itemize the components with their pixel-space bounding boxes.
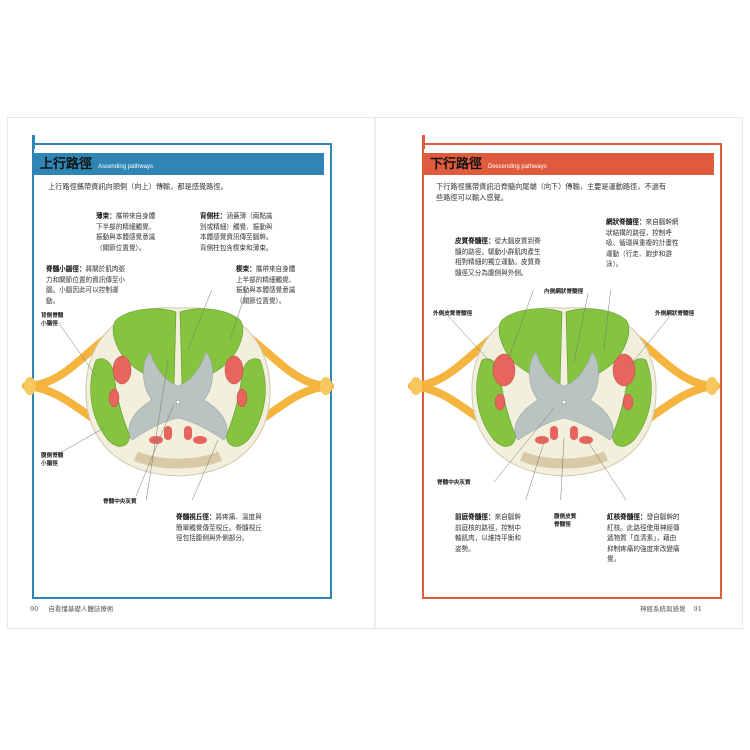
label-lateral-reticulospinal: 外側網狀脊髓徑 — [655, 311, 695, 317]
left-red-tract-2 — [224, 355, 244, 385]
right-gray-matter — [514, 351, 614, 441]
label-dorsal-column: 背側柱：涵蓋薄（兩點識 別或精細）觸覺、振動與 本體感覺資訊傳至腦幹。 背側柱包… — [200, 212, 273, 252]
label-spinocerebellar: 脊髓小腦徑：將關於肌肉張 力和關節位置的資訊傳至小 腦。小腦因此可以控制運 動。 — [46, 265, 126, 305]
label-lateral-corticospinal: 外側皮質脊髓徑 — [433, 311, 473, 317]
label-ventral-corticospinal: 腹側皮質 脊髓徑 — [554, 514, 577, 528]
left-red-tract-4 — [236, 388, 248, 408]
label-spinothalamic: 脊髓視丘徑：將疼痛、溫度與 簡單觸覺傳至視丘。脊髓視丘 徑包括腹側與外側部分。 — [176, 513, 262, 542]
label-fasciculus-gracilis: 薄束：攜帶來自身體 下半部的精細觸覺、 振動與本體感覺意識 （關節位置覺）。 — [96, 212, 156, 252]
right-frame-tab — [422, 135, 425, 149]
left-red-tract-6 — [184, 426, 192, 440]
right-red-tract-3 — [494, 393, 506, 411]
right-page-title: 下行路徑 — [430, 157, 483, 172]
right-page-title-en: Descending pathways — [488, 164, 547, 170]
label-medial-reticulospinal: 內側網狀脊髓徑 — [544, 289, 584, 295]
left-spinal-cord-diagram — [22, 290, 334, 500]
left-ventral-roots — [133, 451, 223, 469]
right-intro: 下行路徑攜帶資訊沿脊髓向尾端（向下）傳輸，主要是運動路徑，不過有 些路徑可以輸入… — [436, 182, 667, 202]
left-gray-matter — [128, 351, 228, 441]
left-red-tract-7 — [149, 436, 163, 444]
left-running-head: 自看懂基礎人體誌療術 — [48, 605, 114, 613]
left-red-tract-3 — [108, 388, 120, 408]
left-red-tract-5 — [164, 426, 172, 440]
left-page-header: 上行路徑 Ascending pathways — [34, 153, 324, 175]
left-page-frame — [32, 143, 332, 599]
left-page-title: 上行路徑 — [40, 157, 93, 172]
right-footer: 神經系統與感覺 91 — [640, 603, 702, 613]
right-red-tract-4 — [622, 393, 634, 411]
left-central-canal — [175, 399, 181, 405]
right-page-header: 下行路徑 Descending pathways — [424, 153, 714, 175]
label-rubrospinal: 紅核脊髓徑：發自腦幹的 紅核。此路徑使用神經傳 遞物質「血清素」，藉由 抑制疼痛… — [607, 513, 680, 563]
label-reticulospinal: 網狀脊髓徑：來自腦幹網 狀結構的路徑，控制呼 吸、循環與重複的計畫性 運動（行走… — [606, 218, 679, 268]
right-running-head: 神經系統與感覺 — [640, 605, 686, 613]
right-page-frame — [422, 143, 722, 599]
right-red-tract-5 — [550, 426, 558, 440]
left-page-title-en: Ascending pathways — [98, 164, 154, 170]
right-spinal-cord-diagram — [408, 290, 720, 500]
label-ventral-spinocerebellar: 腹側脊髓 小腦徑 — [41, 453, 64, 467]
label-vestibulospinal: 前庭脊髓徑：來自腦幹 前庭核的路徑，控制中 軸肌肉，以維持平衡和 姿勢。 — [455, 513, 521, 553]
left-red-tract-8 — [193, 436, 207, 444]
left-intro: 上行路徑攜帶資訊向頭側（向上）傳輸，都是感覺路徑。 — [48, 182, 228, 191]
label-dorsal-spinocerebellar: 背側脊髓 小腦徑 — [41, 313, 64, 327]
label-corticospinal: 皮質脊髓徑：從大腦皮質到脊 髓的路徑，驅動小群肌肉產生 相對精細的獨立運動。皮質… — [455, 237, 541, 277]
left-frame-tab — [32, 135, 35, 149]
label-fasciculus-cuneatus: 楔束：攜帶來自身體 上半部的精細觸覺、 振動與本體感覺意識 （關節位置覺）。 — [236, 265, 296, 305]
right-red-tract-1 — [492, 353, 516, 387]
left-footer: 90 自看懂基礎人體誌療術 — [30, 603, 113, 613]
label-left-central-gray: 脊髓中央灰質 — [103, 499, 137, 505]
left-red-tract-1 — [112, 355, 132, 385]
right-red-tract-8 — [579, 436, 593, 444]
right-red-tract-2 — [612, 353, 636, 387]
book-gutter — [374, 118, 376, 628]
right-red-tract-7 — [535, 436, 549, 444]
right-red-tract-6 — [570, 426, 578, 440]
label-right-central-gray: 脊髓中央灰質 — [437, 480, 471, 486]
left-page-number: 90 — [30, 605, 39, 613]
right-central-canal — [561, 399, 567, 405]
right-page-number: 91 — [693, 605, 702, 613]
